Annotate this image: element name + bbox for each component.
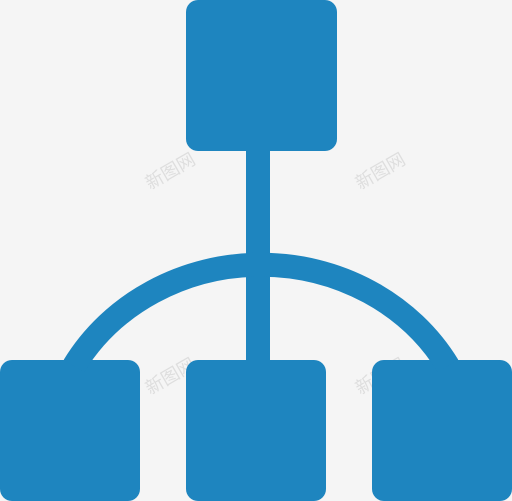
watermark-text: 新图网 (142, 149, 199, 194)
top-node (186, 0, 337, 151)
right-node (372, 360, 512, 501)
middle-node (186, 360, 326, 501)
arc-connector (63, 252, 459, 373)
left-node (0, 360, 140, 501)
watermark-text: 新图网 (352, 149, 409, 194)
